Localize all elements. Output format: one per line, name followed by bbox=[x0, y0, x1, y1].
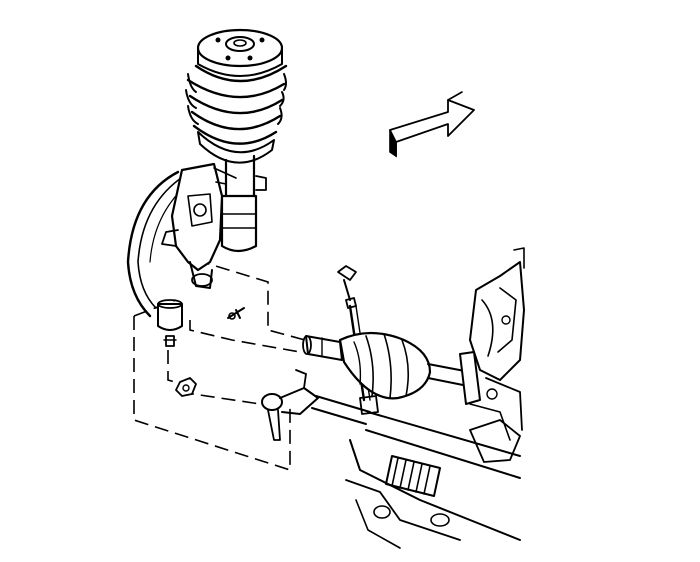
leader-line-ball-joint bbox=[133, 316, 291, 472]
cv-boot-icon bbox=[338, 331, 432, 400]
steering-gear-icon bbox=[345, 247, 525, 549]
strut-assembly-icon bbox=[185, 28, 288, 253]
coil-spring-icon bbox=[185, 64, 288, 164]
drive-axle-icon bbox=[302, 331, 481, 405]
ball-joint-icon bbox=[157, 299, 183, 347]
knuckle-icon bbox=[161, 162, 237, 289]
direction-arrow-icon bbox=[389, 91, 475, 158]
tie-rod-end-icon bbox=[261, 369, 371, 441]
leader-line-bolt bbox=[189, 320, 301, 353]
leader-line-tie-rod bbox=[179, 391, 261, 405]
leader-line-nut bbox=[167, 350, 186, 386]
nut-icon bbox=[175, 377, 197, 397]
bolt-icon bbox=[227, 307, 245, 320]
